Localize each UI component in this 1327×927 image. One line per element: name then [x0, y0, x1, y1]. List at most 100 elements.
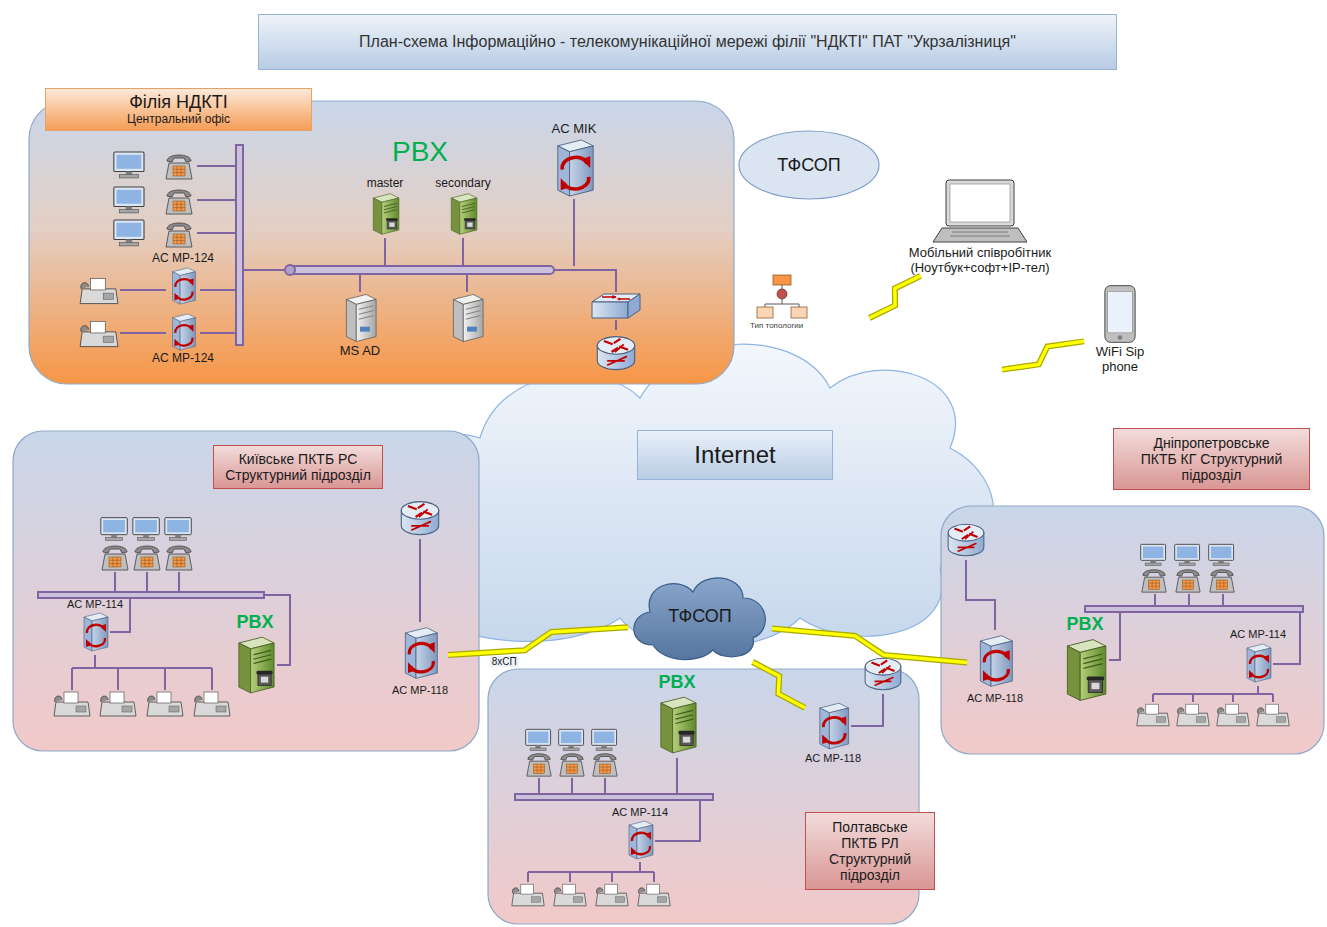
- media-gateway-icon: [1243, 641, 1273, 685]
- dnipro-devices-part: [1142, 570, 1166, 592]
- pbx-server-icon: [233, 633, 277, 697]
- media-gateway: AC MP-114: [1230, 628, 1286, 685]
- office-devices-part: [166, 155, 192, 179]
- link-label: 8хСП: [490, 656, 519, 667]
- media-gateway-icon: [166, 312, 200, 352]
- internet-cloud-shape: [330, 318, 1002, 653]
- device-label: AC MP-114: [67, 598, 123, 611]
- poltava-devices-part: [526, 729, 551, 750]
- office-equipment-part: [285, 265, 295, 275]
- pbx-server-icon: [655, 693, 699, 757]
- poltava-devices-part: [560, 754, 584, 776]
- link-shadow: [869, 276, 920, 318]
- media-gateway-icon: [166, 266, 200, 306]
- kyiv-devices-part: [147, 692, 183, 716]
- dnipro-devices-part: [1210, 570, 1234, 592]
- cloud-outline: [634, 578, 765, 660]
- media-gateway-symbol: [84, 613, 108, 651]
- kyiv-equipment: [38, 539, 420, 690]
- kyiv-devices-part: [165, 518, 191, 541]
- pbx-server-symbol: [239, 637, 274, 693]
- dnipro-devices-part: [948, 524, 984, 555]
- pbx-server: master: [367, 177, 404, 237]
- media-gateway: AC MP-124: [152, 252, 214, 306]
- media-gateway: AC MP-114: [612, 806, 668, 861]
- poltava-devices-part: [512, 884, 544, 906]
- wifi-phone-icon: [1103, 283, 1137, 345]
- kyiv-devices-part: [54, 692, 90, 716]
- office-devices-part: [592, 294, 640, 318]
- pbx-server: PBX: [233, 612, 277, 697]
- device-label: AC MIK: [552, 122, 597, 137]
- node-text: Internet: [694, 441, 775, 469]
- wireless-link: [753, 662, 805, 708]
- media-gateway: AC MP-118: [967, 630, 1023, 705]
- office-devices-part: [114, 220, 144, 246]
- mobile-laptop: Мобільний співробітник (Ноутбук+софт+IP-…: [893, 178, 1068, 276]
- device-label: AC MP-118: [967, 692, 1023, 705]
- dnipro-devices-part: [1141, 544, 1166, 565]
- kyiv-devices-part: [100, 692, 136, 716]
- dnipro-devices-part: [1137, 704, 1169, 726]
- office-region-shape: [28, 100, 735, 385]
- cloud-outline: [354, 344, 993, 648]
- dnipro-devices-part: [1176, 570, 1200, 592]
- pbx-server-symbol: [373, 194, 399, 235]
- pbx-server-symbol: [1067, 639, 1105, 700]
- node-text: Дніпропетровське ПКТБ КГ Структурний під…: [1136, 435, 1287, 483]
- link-shadow: [1002, 341, 1084, 369]
- pstn-ellipse-heading-box: ТФСОП: [738, 130, 880, 200]
- office-devices-part: [114, 152, 144, 178]
- dnipro-devices: [948, 524, 1289, 726]
- media-gateway-symbol: [1247, 644, 1271, 682]
- media-gateway: AC MP-118: [392, 622, 448, 697]
- poltava-devices-part: [638, 884, 670, 906]
- office-devices-part: [597, 337, 634, 370]
- branch-region-heading-box: Київське ПКТБ РС Структурний підрозділ: [213, 445, 383, 489]
- media-gateway-icon: [551, 137, 597, 199]
- pbx-server: secondary: [435, 177, 490, 237]
- pbx-server-icon: [1061, 635, 1109, 705]
- media-gateway-icon: [625, 819, 655, 861]
- internet-cloud: Internet: [330, 318, 1002, 653]
- region-outline: [13, 431, 479, 751]
- poltava-devices-part: [559, 729, 584, 750]
- icon-caption: Тип топологии: [750, 321, 803, 330]
- media-gateway: AC MP-124: [152, 312, 214, 366]
- media-gateway: AC MP-118: [805, 700, 861, 765]
- office-devices-part: [757, 275, 807, 318]
- device-label: AC MP-114: [1230, 628, 1286, 641]
- media-gateway-symbol: [980, 636, 1012, 687]
- node-text: Філія НДКТІ: [46, 92, 311, 113]
- media-gateway-symbol: [173, 314, 196, 350]
- dnipro-equipment-part: [1085, 606, 1303, 612]
- media-gateway-icon: [975, 630, 1015, 692]
- media-gateway-symbol: [405, 628, 437, 679]
- pbx-heading: PBX: [392, 136, 448, 168]
- mobile-laptop-icon: [930, 178, 1030, 246]
- region-outline: [941, 506, 1324, 754]
- device-label: MS AD: [340, 344, 380, 359]
- office-region-heading-box: Філія НДКТІЦентральний офіс: [45, 88, 312, 131]
- kyiv-devices: [54, 502, 439, 716]
- branch-region: Полтавське ПКТБ РЛ Структурний підрозділ…: [487, 668, 920, 925]
- node-text: Центральний офіс: [46, 113, 311, 127]
- wireless-link: [1002, 341, 1084, 369]
- node-text: Полтавське ПКТБ РЛ Структурний підрозділ: [814, 819, 926, 883]
- media-gateway: AC MP-114: [67, 598, 123, 653]
- kyiv-devices-part: [134, 546, 160, 570]
- wireless-link: [772, 629, 967, 663]
- device-label: secondary: [435, 177, 490, 191]
- ellipse-outline: [739, 131, 879, 199]
- office-devices-part: [166, 223, 192, 247]
- office-devices: [80, 152, 807, 370]
- dnipro-equipment: [966, 560, 1303, 702]
- wifi-phone: WiFi Sip phone: [1084, 283, 1156, 375]
- pstn-cloud-heading-box: ТФСОП: [628, 570, 772, 662]
- device-label: master: [367, 177, 404, 191]
- pbx-server-symbol: [661, 697, 696, 753]
- branch-region: Дніпропетровське ПКТБ КГ Структурний під…: [940, 505, 1325, 755]
- wireless-link: [869, 276, 920, 318]
- office-devices-part: [80, 278, 118, 303]
